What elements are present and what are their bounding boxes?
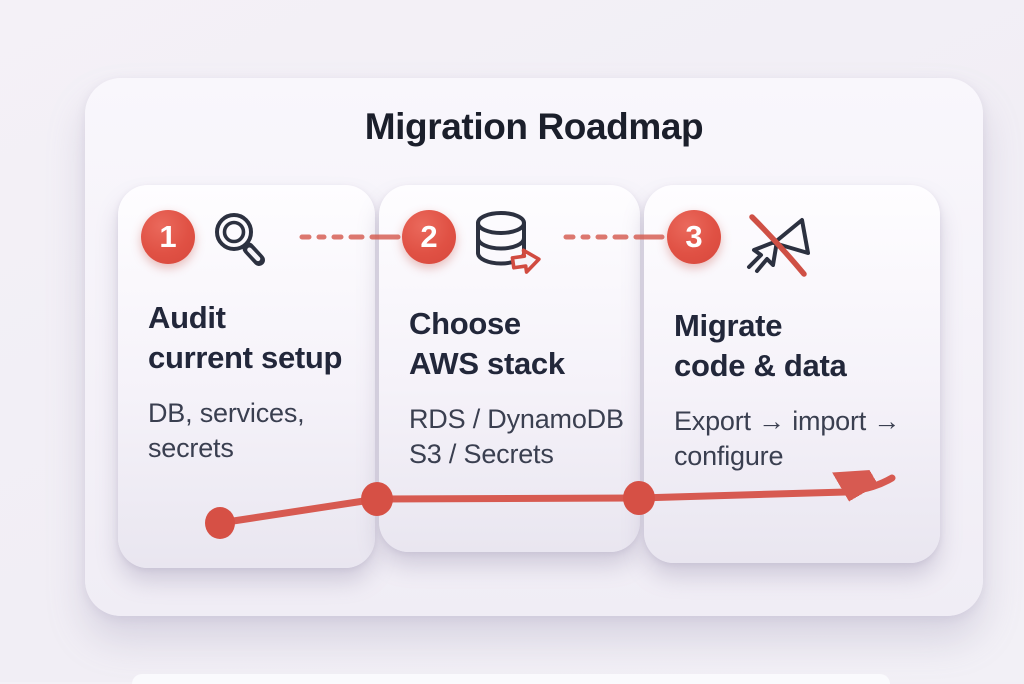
step-card-audit: 1 Audit current setup DB, services, secr… (118, 185, 375, 568)
step-1-icon-row: 1 (118, 185, 375, 275)
step-number-badge: 3 (667, 210, 721, 264)
step-card-choose-stack: 2 Choose AWS stack RDS / DynamoDB S3 / S… (379, 185, 640, 552)
magnifier-icon (208, 208, 270, 275)
step-title: Choose AWS stack (409, 306, 565, 382)
step-3-icon-row: 3 (644, 185, 940, 283)
step-number-badge: 1 (141, 210, 195, 264)
step-title: Audit current setup (148, 300, 343, 376)
step-number-badge: 2 (402, 210, 456, 264)
step-subtitle: RDS / DynamoDB S3 / Secrets (409, 403, 624, 469)
step-subtitle: DB, services, secrets (148, 397, 305, 463)
roadmap-panel: Migration Roadmap 1 Audit current setup … (85, 78, 983, 616)
step-title: Migrate code & data (674, 308, 847, 384)
migrate-arrows-icon (734, 208, 820, 283)
step-2-icon-row: 2 (379, 185, 640, 281)
partial-next-card-edge (132, 674, 890, 684)
step-subtitle: Export → import → configure (674, 405, 901, 471)
database-export-icon (469, 208, 545, 281)
step-card-migrate: 3 Migrate code & data Export → import → … (644, 185, 940, 563)
page-title: Migration Roadmap (364, 106, 704, 147)
